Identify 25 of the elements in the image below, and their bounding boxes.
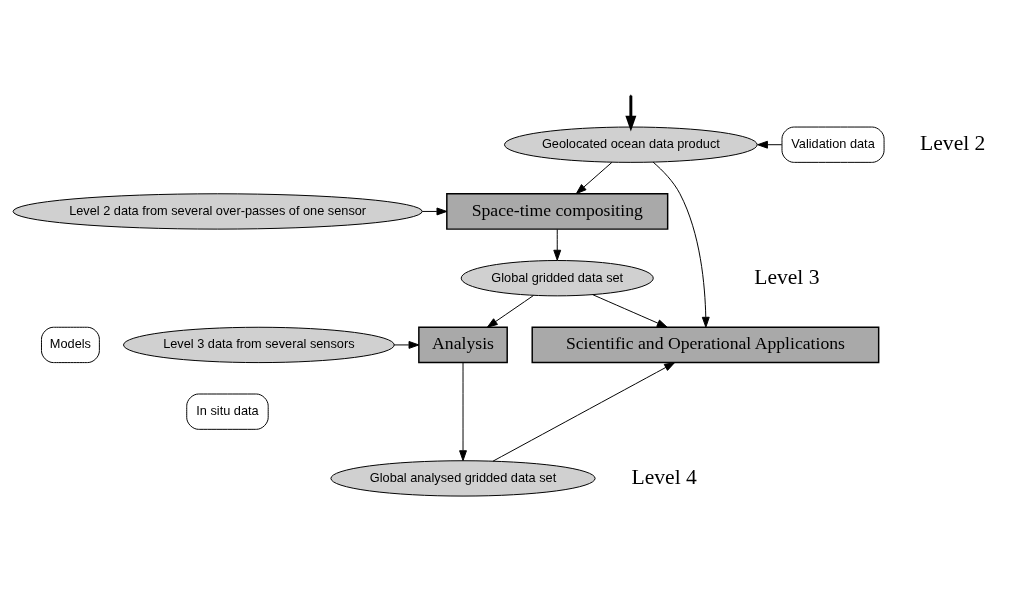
arrow <box>757 140 783 149</box>
node-box: Analysis <box>418 326 508 363</box>
node-ellipse: Geolocated ocean data product <box>504 126 758 163</box>
label: Level 2 <box>920 130 986 155</box>
node-box: Space-time compositing <box>446 192 669 230</box>
arrow <box>652 161 710 328</box>
node-ellipse: Global analysed gridded data set <box>330 459 596 497</box>
node-ellipse: Level 2 data from several over-passes of one sensor <box>12 192 423 230</box>
node-box: In situ data <box>186 393 269 430</box>
arrow <box>625 95 637 131</box>
arrow <box>575 161 613 194</box>
arrow <box>459 361 467 461</box>
arrow <box>592 293 668 328</box>
node-box: Models <box>41 326 100 363</box>
node-ellipse: Level 3 data from several sensors <box>123 326 395 363</box>
node-box: Scientific and Operational Applications <box>531 326 880 363</box>
node-ellipse: Global gridded data set <box>460 259 654 296</box>
arrow <box>492 361 675 462</box>
arrow <box>486 294 534 328</box>
label: Level 3 <box>754 264 820 289</box>
arrow <box>553 228 562 261</box>
node-box: Validation data <box>781 126 885 163</box>
label: Level 4 <box>631 464 697 489</box>
arrow <box>393 340 420 349</box>
arrow <box>421 207 448 215</box>
